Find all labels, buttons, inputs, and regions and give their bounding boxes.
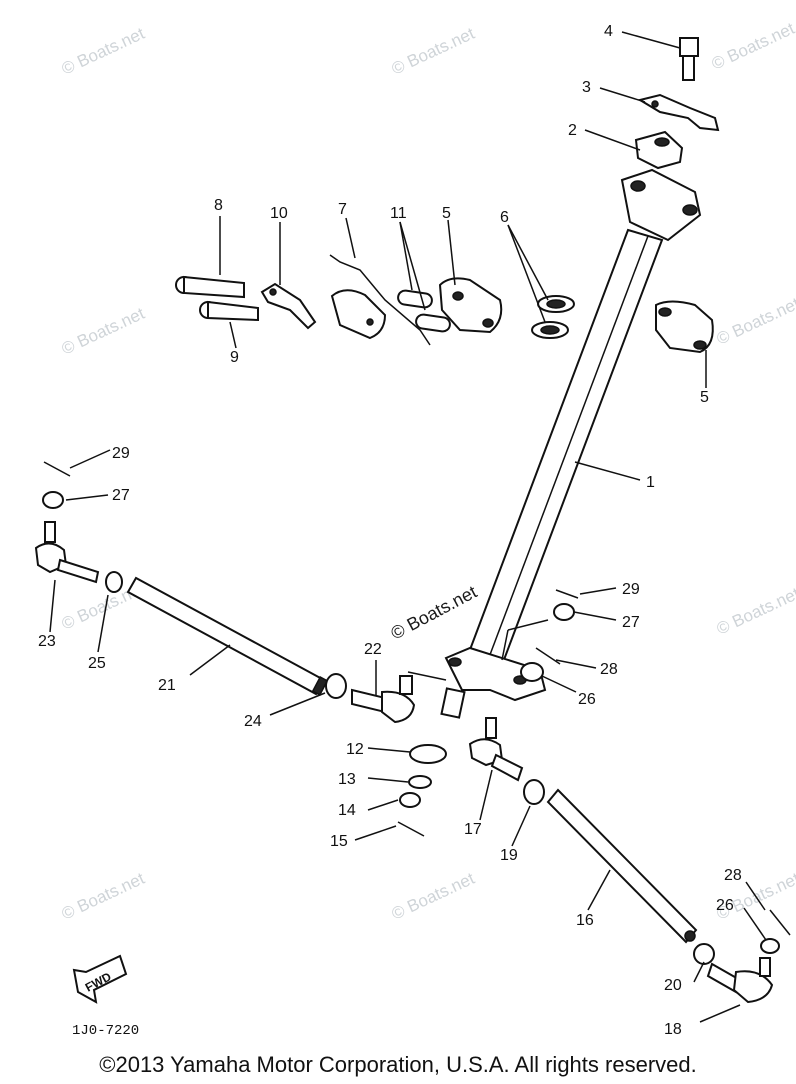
cotter-pin-part-15 xyxy=(397,821,425,837)
watermark-layer: © Boats.net © Boats.net © Boats.net © Bo… xyxy=(59,19,796,924)
callout-23: 23 xyxy=(38,633,56,650)
callout-10: 10 xyxy=(270,205,288,222)
watermark: © Boats.net xyxy=(59,24,148,79)
bolt-part-8 xyxy=(175,275,245,299)
watermark: © Boats.net xyxy=(59,869,148,924)
callout-12: 12 xyxy=(346,741,364,758)
callout-16: 16 xyxy=(576,912,594,929)
watermark: © Boats.net xyxy=(714,294,796,349)
tie-rod-part-16 xyxy=(546,788,698,944)
callout-2: 2 xyxy=(568,122,577,139)
castle-nut-part-27 xyxy=(42,491,575,621)
lock-washer-part-10 xyxy=(260,282,317,330)
callout-25: 25 xyxy=(88,655,106,672)
bushing-part-5b xyxy=(655,300,714,354)
lock-plate-part xyxy=(637,93,720,132)
watermark: © Boats.net xyxy=(389,24,478,79)
bolt-part-9 xyxy=(199,300,259,322)
callout-28: 28 xyxy=(600,661,618,678)
tie-rod-end-part-22 xyxy=(351,675,416,724)
leader-lines xyxy=(49,31,767,1023)
callout-27: 27 xyxy=(622,614,640,631)
callout-5: 5 xyxy=(700,389,709,406)
callout-15: 15 xyxy=(330,833,348,850)
copyright-notice: ©2013 Yamaha Motor Corporation, U.S.A. A… xyxy=(99,1052,697,1077)
callout-26: 26 xyxy=(716,897,734,914)
tie-rod-end-part-18 xyxy=(706,957,774,1004)
nut-part-19 xyxy=(523,779,545,805)
nut-part-25 xyxy=(105,571,123,593)
bolt-part-4 xyxy=(679,37,699,81)
callout-1: 1 xyxy=(646,474,655,491)
steering-column-part xyxy=(440,168,702,719)
nut-part-24 xyxy=(325,673,347,699)
callout-28: 28 xyxy=(724,867,742,884)
nut-part-14 xyxy=(399,792,421,808)
center-watermark: © Boats.net xyxy=(387,582,480,644)
washer-part-13 xyxy=(408,775,432,789)
tie-rod-end-part-23 xyxy=(34,521,100,584)
callout-26: 26 xyxy=(578,691,596,708)
callout-22: 22 xyxy=(364,641,382,658)
callout-20: 20 xyxy=(664,977,682,994)
bushing-part-5a xyxy=(438,277,503,334)
callout-17: 17 xyxy=(464,821,482,838)
nut-part-26 xyxy=(520,662,780,954)
callout-3: 3 xyxy=(582,79,591,96)
cotter-pin-part-28 xyxy=(535,647,791,936)
callout-6: 6 xyxy=(500,209,509,226)
callout-18: 18 xyxy=(664,1021,682,1038)
watermark: © Boats.net xyxy=(714,584,796,639)
callout-24: 24 xyxy=(244,713,262,730)
callout-5: 5 xyxy=(442,205,451,222)
callout-27: 27 xyxy=(112,487,130,504)
watermark: © Boats.net xyxy=(389,869,478,924)
callout-13: 13 xyxy=(338,771,356,788)
callout-29: 29 xyxy=(112,445,130,462)
washer-part-12 xyxy=(409,744,447,764)
callout-4: 4 xyxy=(604,23,613,40)
callout-29: 29 xyxy=(622,581,640,598)
clamp-part xyxy=(634,130,684,170)
callout-7: 7 xyxy=(338,201,347,218)
drawing-code: 1J0-7220 xyxy=(72,1023,139,1039)
tie-rod-end-part-17 xyxy=(468,717,524,782)
forward-arrow-icon: FWD xyxy=(72,954,128,1004)
callout-8: 8 xyxy=(214,197,223,214)
nut-part-20 xyxy=(693,943,715,965)
cotter-pin-part-29 xyxy=(43,461,579,599)
cable-guide-part-7 xyxy=(329,254,431,346)
callout-9: 9 xyxy=(230,349,239,366)
callout-19: 19 xyxy=(500,847,518,864)
watermark: © Boats.net xyxy=(709,19,796,74)
callout-labels: 1 2 3 4 5 5 6 7 8 9 10 11 12 13 14 15 16… xyxy=(38,23,742,1038)
callout-11: 11 xyxy=(390,205,407,222)
watermark: © Boats.net xyxy=(59,304,148,359)
tie-rod-part-21 xyxy=(126,576,329,696)
collar-part-6 xyxy=(531,295,575,339)
callout-14: 14 xyxy=(338,802,356,819)
callout-21: 21 xyxy=(158,677,176,694)
